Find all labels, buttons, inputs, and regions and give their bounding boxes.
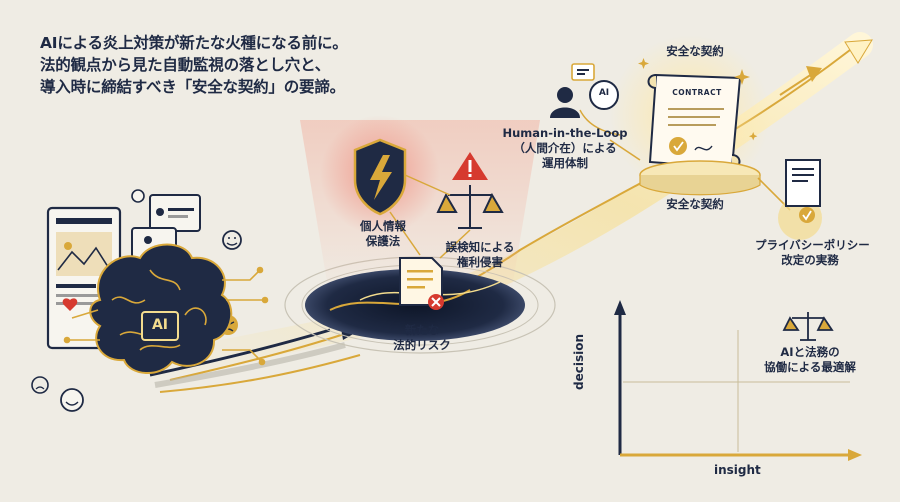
label-privacy-policy: プライバシーポリシー 改定の実務: [755, 238, 870, 267]
headline-line-2: 法的観点から見た自動監視の落とし穴と、: [40, 56, 331, 74]
label-privacy-law: 個人情報 保護法: [360, 219, 406, 248]
small-scale-icon: [782, 312, 834, 341]
label-human-in-the-loop: Human-in-the-Loop （人間介在）による 運用体制: [502, 126, 628, 170]
connector-lines: [389, 174, 471, 259]
headline-line-1: AIによる炎上対策が新たな火種になる前に。: [40, 34, 348, 52]
sad-face-icon: [31, 376, 49, 394]
heart-icon: [62, 298, 78, 311]
policy-document-icon: [778, 159, 822, 240]
sparkle-icons: [638, 58, 758, 141]
ai-brain-illustration: [89, 243, 233, 375]
human-ai-icon: [550, 63, 621, 136]
shield-lightning-icon: [353, 138, 407, 216]
scale-icon: [436, 185, 504, 229]
rejected-document-icon: [399, 257, 444, 310]
headline: AIによる炎上対策が新たな火種になる前に。 法的観点から見た自動監視の落とし穴と…: [40, 32, 348, 98]
contract-platform: [639, 160, 761, 196]
decision-insight-axes: [614, 300, 862, 461]
contract-scroll-icon: [647, 73, 742, 170]
circuit-lines: [63, 266, 269, 366]
x-axis-label: insight: [714, 463, 761, 477]
label-ai-law: AIと法務の 協働による最適解: [764, 345, 856, 374]
label-safe-contract-top: 安全な契約: [666, 44, 724, 58]
warning-icon: [452, 152, 488, 180]
label-safe-contract-mid: 安全な契約: [666, 197, 724, 211]
label-new-legal-risk: 新たな 法的リスク: [393, 323, 451, 352]
happy-face-icon: [222, 230, 242, 250]
ai-badge-label: AI: [598, 88, 610, 98]
ai-chip-label: AI: [151, 317, 169, 333]
label-misdetection: 誤検知による 権利侵害: [445, 240, 515, 269]
headline-line-3: 導入時に締結すべき「安全な契約」の要諦。: [40, 78, 345, 96]
y-axis-label: decision: [572, 334, 586, 390]
smile-face-icon: [60, 388, 84, 412]
contract-doc-label: CONTRACT: [672, 88, 722, 97]
